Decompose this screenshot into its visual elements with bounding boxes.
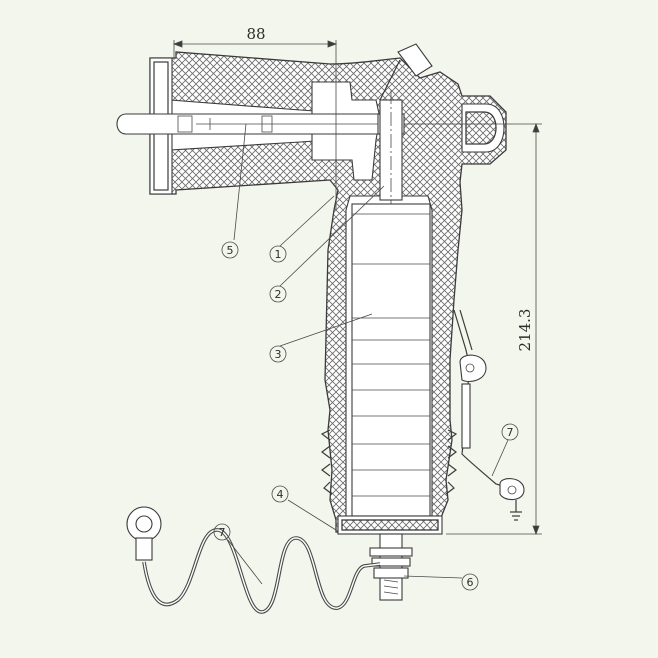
ground-lug-upper-hole [465, 363, 475, 373]
nut-2 [371, 557, 411, 567]
test-point-inner [465, 111, 497, 145]
callout-4: 4 [271, 485, 289, 503]
callout-7-right: 7 [501, 423, 519, 441]
nut-3 [373, 567, 409, 579]
ground-lug-upper [459, 354, 487, 383]
cable-core [351, 203, 431, 517]
svg-text:7: 7 [507, 426, 514, 439]
cable-segments [352, 213, 430, 497]
stud [379, 533, 403, 601]
callout-7-bottom: 7 [213, 523, 231, 541]
dimension-top [172, 40, 338, 210]
earth-symbol [510, 500, 522, 521]
callout-3: 3 [269, 345, 287, 363]
vent-stem [397, 43, 433, 77]
dimension-right-label: 214.3 [516, 309, 534, 352]
svg-text:7: 7 [219, 526, 226, 539]
ground-wire-coil-core [143, 529, 381, 613]
bottom-sheds [320, 429, 458, 495]
svg-text:6: 6 [467, 576, 474, 589]
callout-leaders [227, 123, 509, 585]
ring-lug-crimp [135, 537, 153, 561]
ground-wire-coil [142, 528, 381, 614]
callout-2: 2 [269, 285, 287, 303]
ground-wire-sleeve [461, 383, 471, 449]
dimension-right [404, 122, 542, 536]
ground-wire-right-edge [459, 309, 473, 351]
callout-5: 5 [221, 241, 239, 259]
callout-6: 6 [461, 573, 479, 591]
bottom-cap-inner [341, 519, 439, 531]
nut-1 [369, 547, 413, 557]
stud-threads [383, 579, 399, 595]
vent-line [379, 59, 401, 101]
svg-text:1: 1 [275, 248, 282, 261]
svg-text:2: 2 [275, 288, 282, 301]
ring-lug-hole [135, 515, 153, 533]
svg-text:4: 4 [277, 488, 284, 501]
dimension-top-label: 88 [246, 25, 265, 43]
probe-band [177, 115, 193, 133]
callout-1: 1 [269, 245, 287, 263]
svg-text:3: 3 [275, 348, 282, 361]
ground-lug-lower-hole [507, 485, 517, 495]
ground-lug-lower [499, 478, 525, 501]
svg-text:5: 5 [227, 244, 234, 257]
